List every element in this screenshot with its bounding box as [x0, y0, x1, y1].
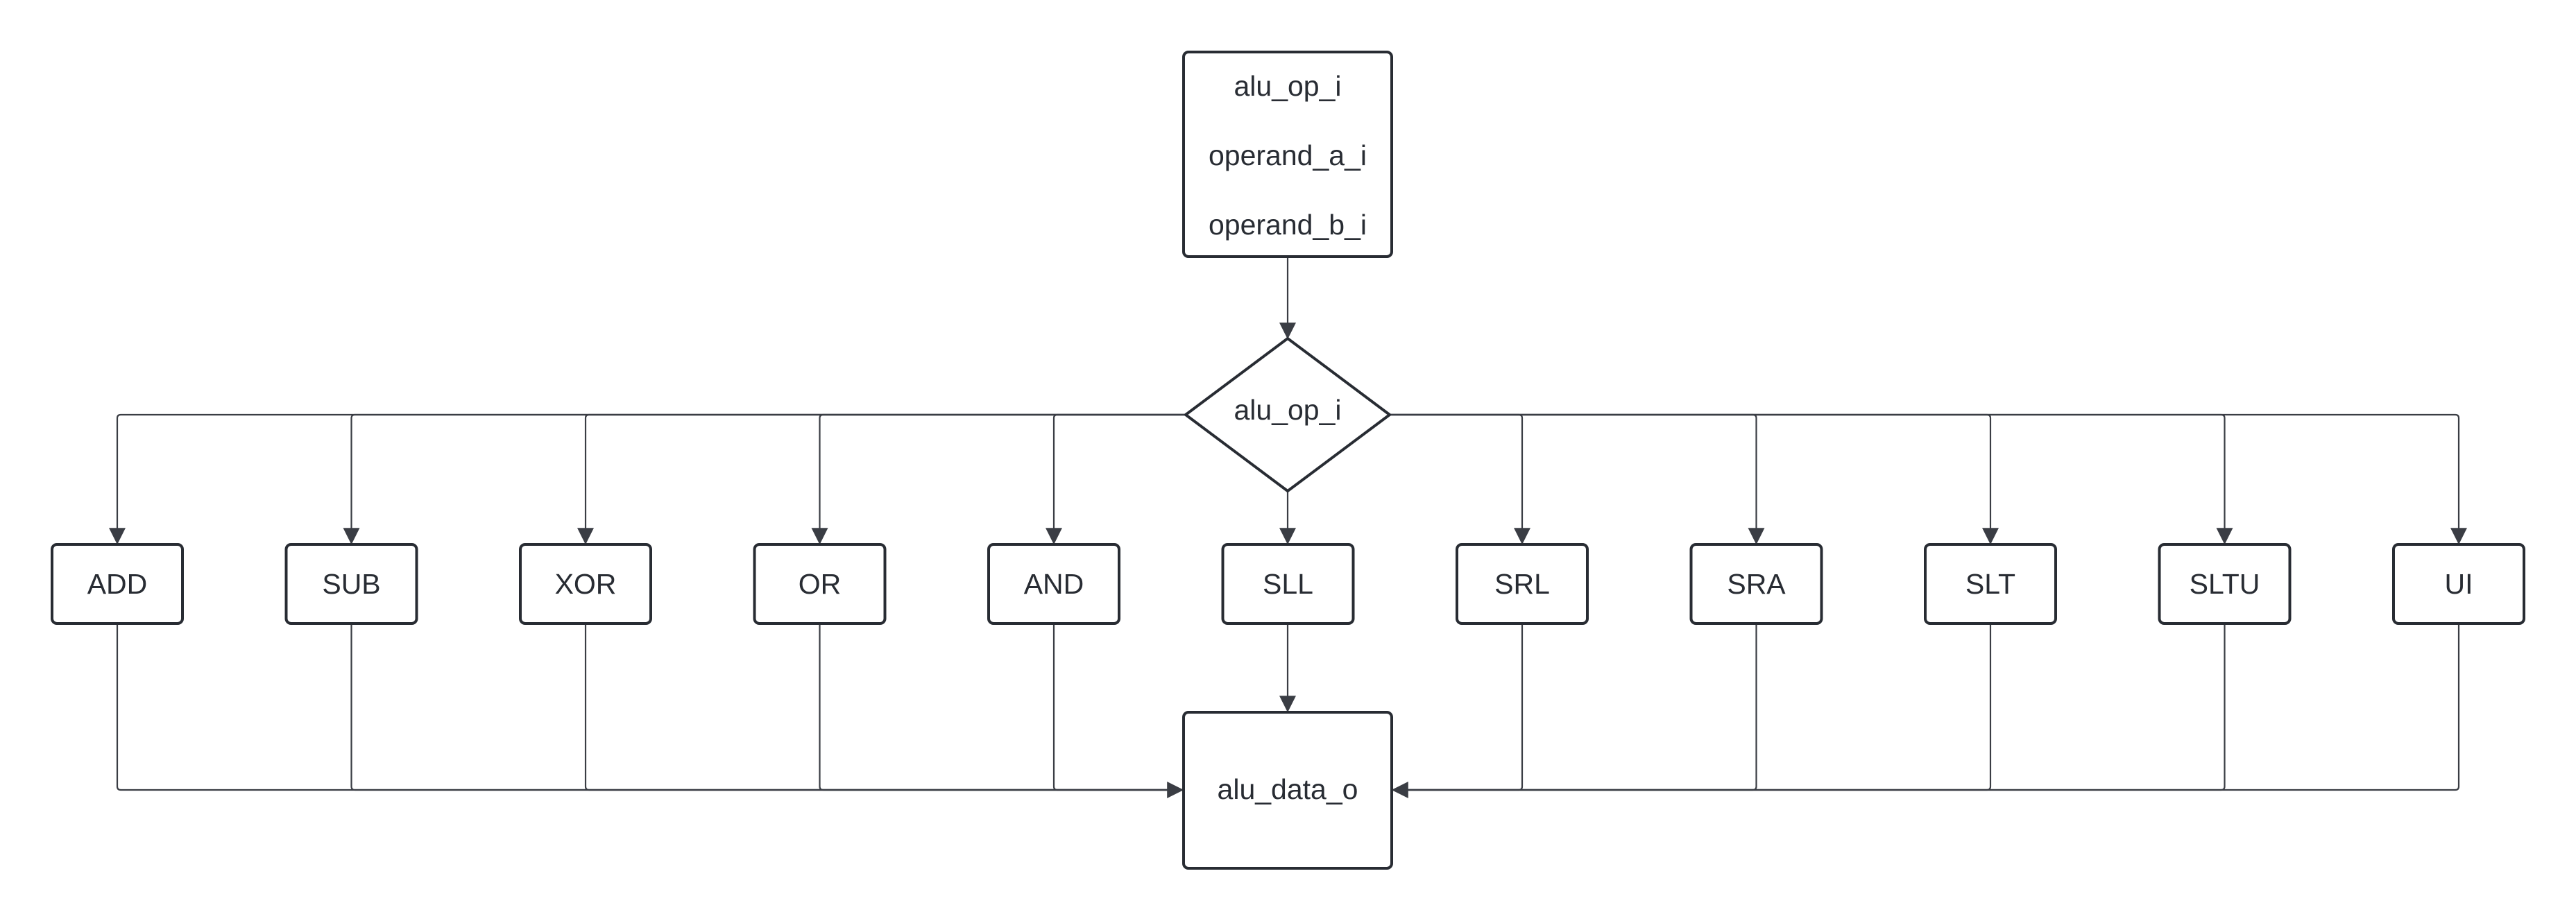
edge-decision-to-srl	[1390, 413, 1530, 545]
edge-decision-to-and	[1046, 413, 1186, 545]
input-line-operand-a: operand_a_i	[1209, 139, 1367, 171]
op-node-sra[interactable]: SRA	[1689, 543, 1823, 625]
op-node-sltu[interactable]: SLTU	[2158, 543, 2292, 625]
edge-decision-to-or	[811, 413, 1186, 545]
op-node-label: SLL	[1263, 568, 1313, 600]
edge-decision-to-add	[109, 413, 1186, 545]
decision-label: alu_op_i	[1234, 394, 1341, 426]
op-node-label: XOR	[555, 568, 617, 600]
op-node-add[interactable]: ADD	[51, 543, 184, 625]
edge-and-to-output	[1052, 623, 1184, 798]
op-node-box	[987, 543, 1120, 625]
edge-decision-to-ui	[1390, 413, 2467, 545]
operation-nodes: ADD SUB XOR OR AND SLL SRL SRA SLT SLTU UI	[51, 543, 2525, 625]
op-node-box	[1456, 543, 1589, 625]
op-node-box	[51, 543, 184, 625]
edge-srl-to-output	[1391, 623, 1524, 798]
edge-sltu-to-output	[1392, 623, 2226, 791]
op-node-and[interactable]: AND	[987, 543, 1120, 625]
decision-diamond	[1184, 337, 1391, 492]
op-node-label: AND	[1024, 568, 1084, 600]
op-node-slt[interactable]: SLT	[1924, 543, 2057, 625]
op-node-label: SLT	[1965, 568, 2015, 600]
input-node-box	[1182, 51, 1393, 258]
op-node-box	[1924, 543, 2057, 625]
op-node-label: SRA	[1727, 568, 1786, 600]
edge-decision-to-sub	[343, 413, 1186, 545]
op-node-box	[1221, 543, 1355, 625]
input-node[interactable]: alu_op_i operand_a_i operand_b_i	[1182, 51, 1393, 258]
op-node-box	[1689, 543, 1823, 625]
op-node-srl[interactable]: SRL	[1456, 543, 1589, 625]
edge-xor-to-output	[584, 623, 1183, 791]
edges-layer	[109, 257, 2467, 798]
op-node-or[interactable]: OR	[753, 543, 887, 625]
op-node-label: SRL	[1494, 568, 1550, 600]
input-line-alu-op: alu_op_i	[1234, 70, 1341, 102]
edge-decision-to-sra	[1390, 413, 1765, 545]
op-node-sll[interactable]: SLL	[1221, 543, 1355, 625]
output-node-box	[1182, 711, 1393, 870]
op-node-sub[interactable]: SUB	[284, 543, 418, 625]
op-node-label: ADD	[87, 568, 148, 600]
op-node-label: OR	[799, 568, 842, 600]
edge-decision-to-xor	[577, 413, 1186, 545]
op-node-box	[2392, 543, 2525, 625]
edge-sub-to-output	[350, 623, 1183, 791]
edge-add-to-output	[116, 623, 1183, 791]
output-node[interactable]: alu_data_o	[1182, 711, 1393, 870]
op-node-box	[2158, 543, 2292, 625]
edge-decision-to-slt	[1390, 413, 1999, 545]
op-node-box	[753, 543, 887, 625]
op-node-xor[interactable]: XOR	[519, 543, 652, 625]
merge-edges	[116, 623, 2460, 798]
branch-edges	[109, 413, 2467, 545]
input-line-operand-b: operand_b_i	[1209, 209, 1367, 241]
op-node-label: UI	[2445, 568, 2473, 600]
op-node-label: SUB	[322, 568, 380, 600]
edge-slt-to-output	[1392, 623, 1992, 791]
op-node-label: SLTU	[2190, 568, 2260, 600]
decision-node[interactable]: alu_op_i	[1184, 337, 1391, 492]
edge-ui-to-output	[1392, 623, 2460, 791]
op-node-ui[interactable]: UI	[2392, 543, 2525, 625]
edge-decision-to-sltu	[1390, 413, 2233, 545]
edge-or-to-output	[819, 623, 1183, 791]
op-node-box	[284, 543, 418, 625]
edge-sra-to-output	[1392, 623, 1757, 791]
op-node-box	[519, 543, 652, 625]
output-label: alu_data_o	[1218, 773, 1358, 805]
